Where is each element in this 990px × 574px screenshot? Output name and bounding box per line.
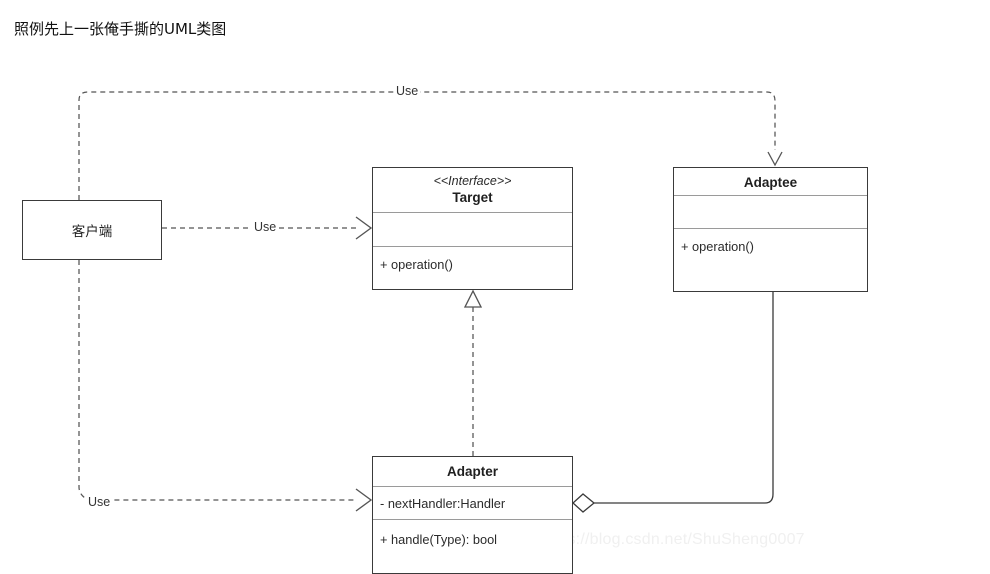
- edge-client-uses-adaptee: [78, 91, 783, 200]
- uml-class-target[interactable]: <<Interface>> Target + operation(): [372, 167, 573, 290]
- edge-adapter-aggregates-adaptee: [572, 292, 774, 513]
- uml-class-adaptee-name: Adaptee: [743, 175, 798, 190]
- uml-member-operation: + operation(): [681, 239, 754, 254]
- uml-member-operation: + handle(Type): bool: [380, 532, 498, 547]
- page-title: 照例先上一张俺手撕的UML类图: [14, 20, 227, 38]
- uml-class-target-attributes: [373, 212, 572, 246]
- uml-class-adaptee-header: Adaptee: [674, 168, 867, 195]
- uml-class-adaptee-attributes: [674, 195, 867, 228]
- uml-member-operation: + operation(): [380, 257, 453, 272]
- uml-member-attribute: - nextHandler:Handler: [380, 496, 506, 511]
- uml-class-adapter-name: Adapter: [446, 464, 498, 479]
- uml-class-adapter[interactable]: Adapter - nextHandler:Handler + handle(T…: [372, 456, 573, 574]
- uml-class-target-operations: + operation(): [373, 246, 572, 289]
- uml-class-adapter-attributes: - nextHandler:Handler: [373, 486, 572, 519]
- edge-label-use-client-adapter: Use: [86, 495, 113, 509]
- edge-client-uses-target: [162, 216, 373, 240]
- uml-class-adapter-header: Adapter: [373, 457, 572, 486]
- edge-adapter-realizes-target: [463, 289, 483, 456]
- uml-class-adaptee[interactable]: Adaptee + operation(): [673, 167, 868, 292]
- edge-label-use-client-adaptee: Use: [394, 84, 421, 98]
- uml-class-client-name: 客户端: [71, 224, 113, 240]
- uml-class-adapter-operations: + handle(Type): bool: [373, 519, 572, 573]
- uml-class-target-header: <<Interface>> Target: [373, 168, 572, 212]
- edge-label-use-client-target: Use: [252, 220, 279, 234]
- edge-client-uses-adapter: [78, 260, 373, 512]
- uml-class-target-stereotype: <<Interface>>: [433, 174, 512, 188]
- uml-class-adaptee-operations: + operation(): [674, 228, 867, 291]
- uml-class-target-name: Target: [452, 190, 493, 205]
- uml-class-client[interactable]: 客户端: [22, 200, 162, 260]
- watermark-text: https://blog.csdn.net/ShuSheng0007: [540, 531, 805, 548]
